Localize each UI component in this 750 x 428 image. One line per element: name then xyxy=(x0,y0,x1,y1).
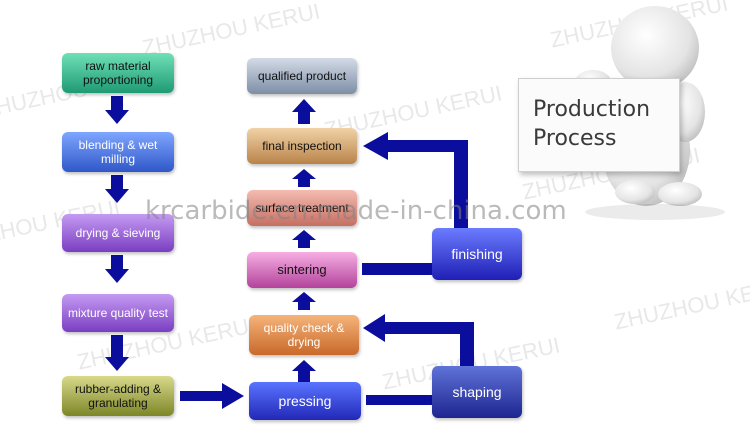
up-arrow xyxy=(292,99,316,124)
up-arrow xyxy=(292,169,316,187)
step-label: qualified product xyxy=(257,69,347,83)
up-arrow xyxy=(292,230,316,248)
step-blending: blending & wet milling xyxy=(62,132,174,172)
board-title-line2: Process xyxy=(533,126,617,151)
step-label: shaping xyxy=(452,384,502,400)
step-shaping: shaping xyxy=(432,366,522,418)
step-label: drying & sieving xyxy=(75,226,161,240)
down-arrow xyxy=(105,175,129,203)
step-label: surface treatment xyxy=(255,201,349,215)
step-label: quality check & drying xyxy=(263,321,345,349)
step-surface-treatment: surface treatment xyxy=(247,190,357,226)
step-final-inspection: final inspection xyxy=(247,128,357,164)
down-arrow xyxy=(105,255,129,283)
step-label: rubber-adding & granulating xyxy=(74,382,162,410)
step-finishing: finishing xyxy=(432,228,522,280)
step-drying-sieving: drying & sieving xyxy=(62,214,174,252)
step-label: blending & wet milling xyxy=(78,138,158,166)
connector xyxy=(366,395,432,405)
board-title: Production Process xyxy=(533,95,650,153)
presentation-board: Production Process xyxy=(518,78,680,172)
step-label: sintering xyxy=(277,262,327,277)
step-label: raw material proportioning xyxy=(82,59,154,87)
step-label: finishing xyxy=(451,246,503,262)
figure-shadow xyxy=(585,204,725,220)
loop-arrow xyxy=(363,132,468,228)
step-label: mixture quality test xyxy=(67,306,169,320)
step-label: final inspection xyxy=(262,139,342,153)
board-title-line1: Production xyxy=(533,97,651,122)
site-watermark: krcarbide.en.made-in-china.com xyxy=(145,196,567,226)
step-sintering: sintering xyxy=(247,252,357,288)
step-qualified-product: qualified product xyxy=(247,58,357,94)
step-quality-check: quality check & drying xyxy=(249,315,359,355)
right-arrow xyxy=(180,383,244,409)
step-pressing: pressing xyxy=(249,382,361,420)
up-arrow xyxy=(292,292,316,310)
step-mixture-test: mixture quality test xyxy=(62,294,174,332)
step-rubber-adding: rubber-adding & granulating xyxy=(62,376,174,416)
up-arrow xyxy=(292,360,316,382)
connector xyxy=(362,263,432,275)
arrow-group xyxy=(105,96,474,409)
down-arrow xyxy=(105,96,129,124)
down-arrow xyxy=(105,335,129,371)
step-label: pressing xyxy=(278,393,332,409)
step-raw-material: raw material proportioning xyxy=(62,53,174,93)
loop-arrow xyxy=(363,314,474,366)
